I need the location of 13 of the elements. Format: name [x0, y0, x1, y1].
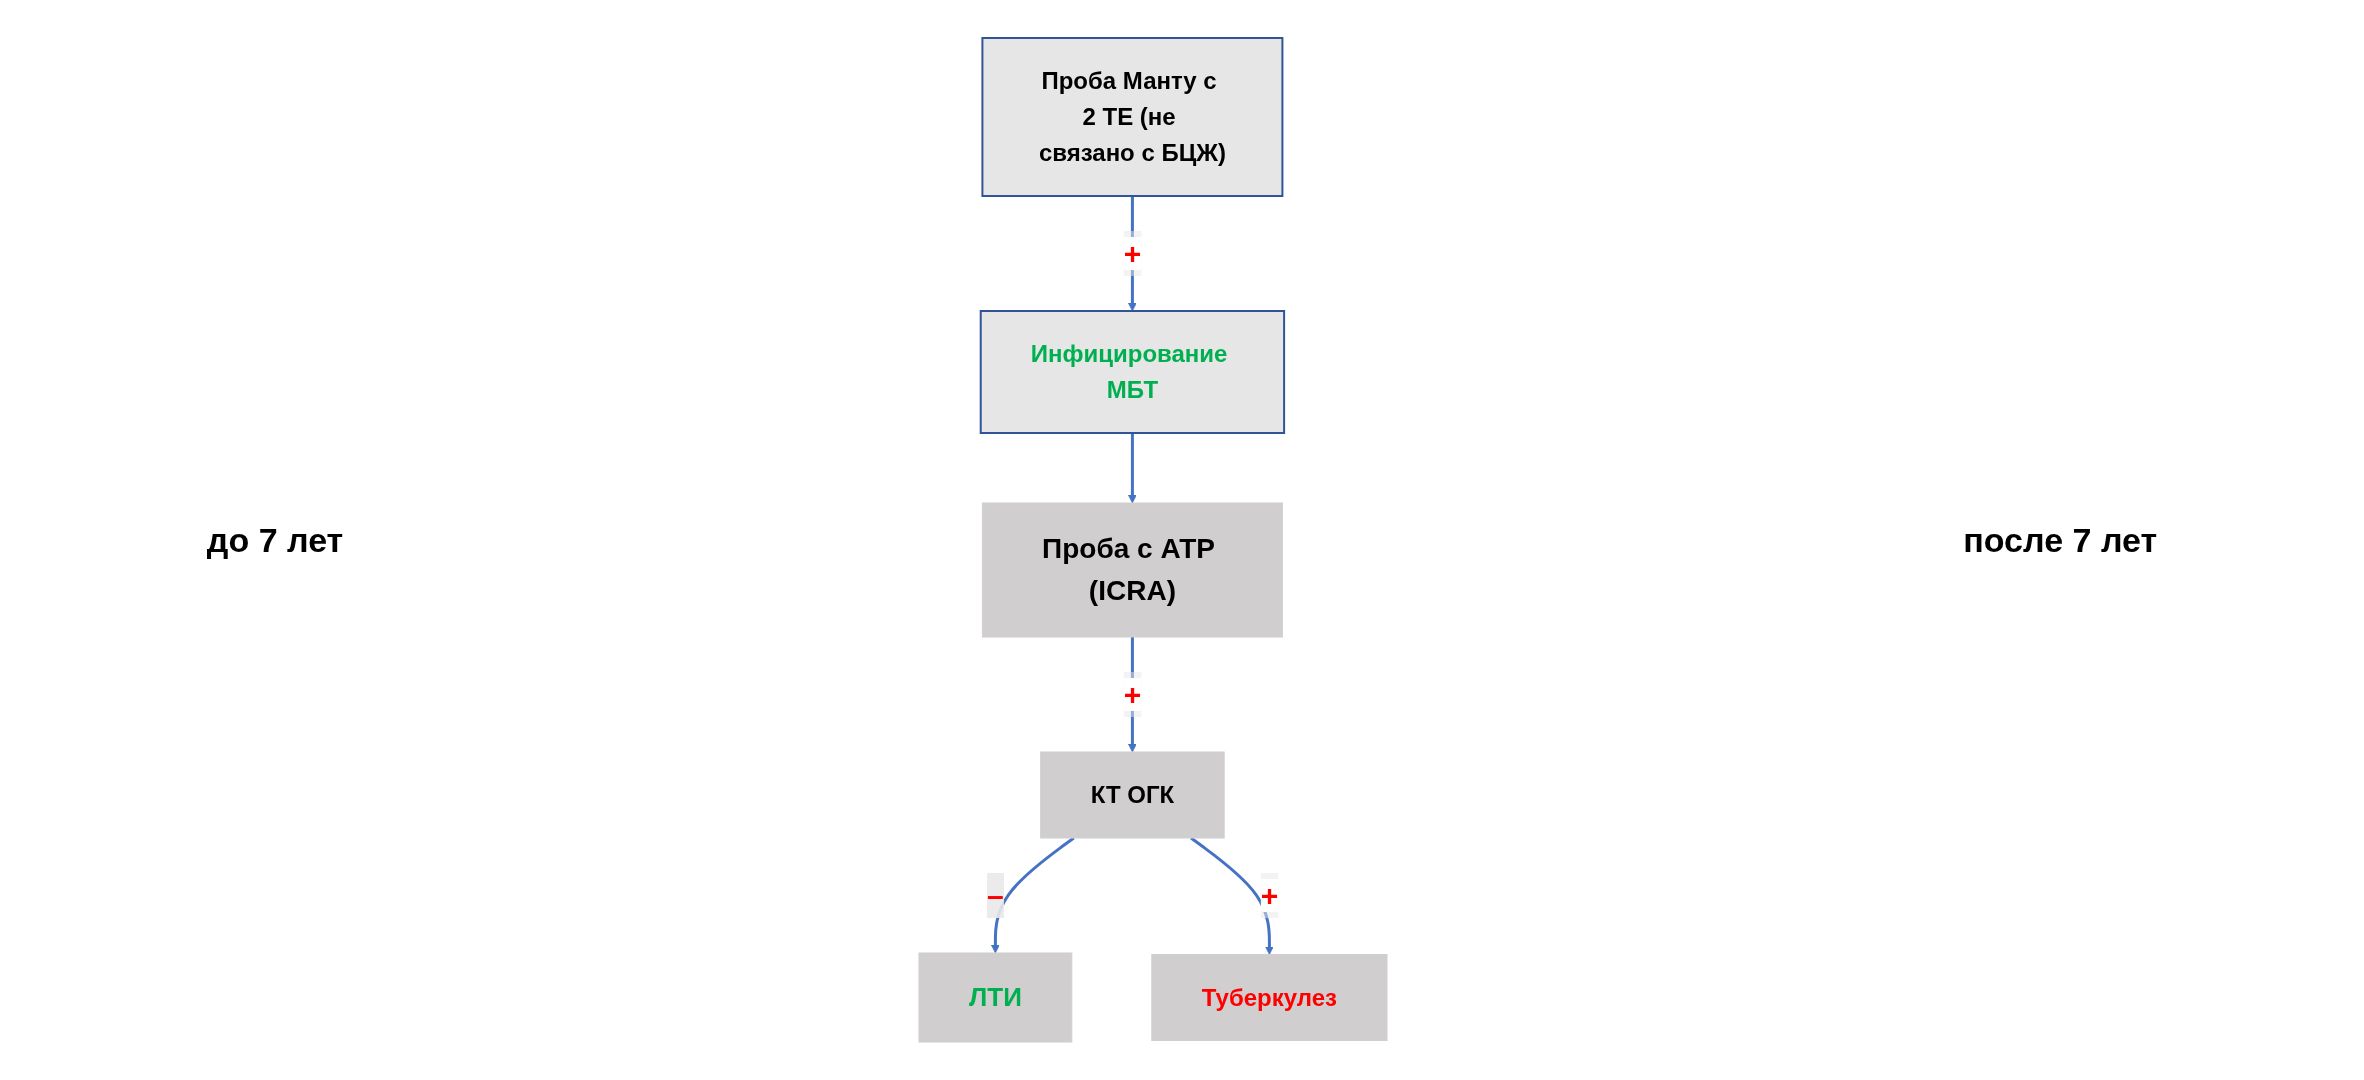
node-box: КТ ОГК: [1040, 751, 1225, 839]
age-note: после 7 лет: [1963, 520, 2158, 559]
edge-label: +: [1123, 678, 1142, 711]
node-box: Инфицирование МБТ: [980, 310, 1286, 434]
node-box: Туберкулез: [1151, 954, 1388, 1041]
arrow: [1128, 433, 1138, 504]
age-note: до 7 лет: [206, 520, 344, 559]
node-box: Проба с АТР (ICRA): [982, 502, 1284, 638]
node-box: Проба Манту с 2 ТЕ (не связано с БЦЖ): [981, 37, 1284, 197]
edge-label: –: [987, 879, 1005, 912]
node-box: ЛТИ: [918, 952, 1073, 1043]
edge-label: +: [1260, 879, 1279, 912]
edge-label: +: [1123, 237, 1142, 270]
